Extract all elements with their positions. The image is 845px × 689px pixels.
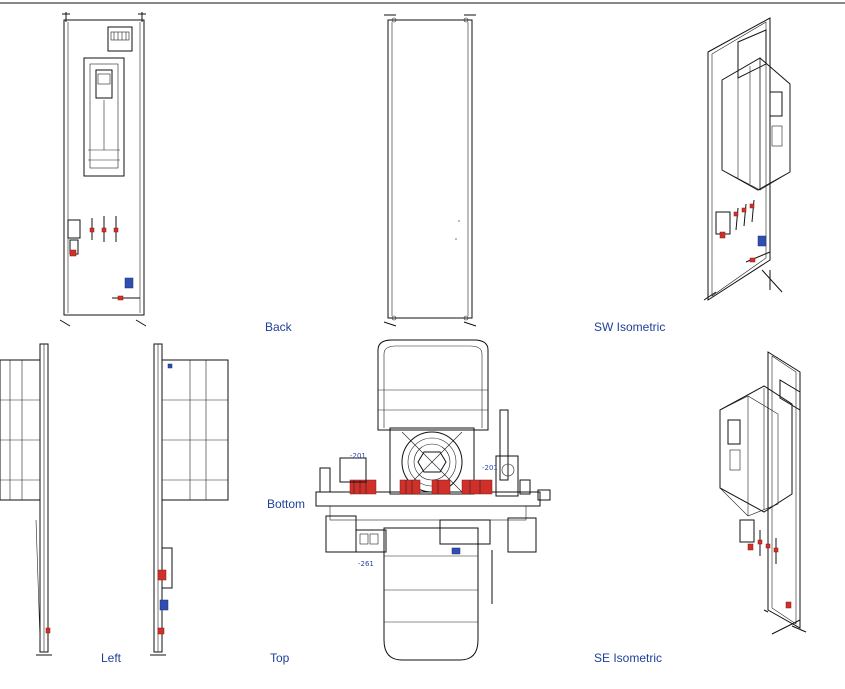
- view-label-sw-isometric: SW Isometric: [594, 320, 666, 334]
- se-isometric-view: [719, 351, 807, 635]
- right-view: [150, 343, 229, 656]
- front-view: [59, 12, 147, 327]
- top-view: -201 -201 -261: [315, 339, 551, 661]
- view-label-top: Top: [270, 651, 290, 665]
- drive-unit: [83, 57, 125, 177]
- view-label-se-isometric: SE Isometric: [594, 651, 663, 665]
- view-label-back: Back: [265, 320, 292, 334]
- breaker-block: [107, 26, 133, 52]
- left-view: [0, 343, 52, 656]
- annotation-261: -261: [358, 560, 374, 568]
- front-panel-frame: [63, 19, 145, 316]
- sw-isometric-view: [703, 17, 791, 301]
- annotation-201-a: -201: [350, 452, 366, 460]
- view-label-bottom: Bottom: [267, 497, 306, 511]
- annotation-201-b: -201: [482, 464, 498, 472]
- view-label-left: Left: [101, 651, 122, 665]
- back-panel-frame: [387, 19, 473, 319]
- back-view: [383, 14, 477, 327]
